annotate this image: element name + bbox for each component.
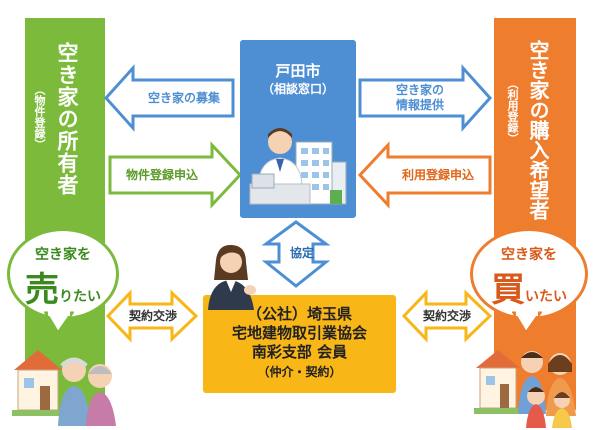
buyer-subtitle: （利用登録）	[506, 78, 519, 144]
contract-left-label: 契約交渉	[128, 309, 177, 323]
buyer-family-illustration	[474, 350, 576, 428]
contract-left-arrow	[105, 289, 199, 343]
association-line1: （公社）埼玉県	[246, 305, 352, 323]
buy-big-char: 買	[491, 270, 525, 310]
sell-bubble-tail	[44, 311, 74, 335]
agreement-label: 協定	[289, 246, 314, 260]
owner-subtitle: （物件登録）	[33, 84, 46, 150]
sell-bubble-main: 売りたい	[7, 262, 119, 311]
buy-bubble-main: 買いたい	[470, 262, 588, 311]
association-line4: （仲介・契約）	[257, 365, 342, 379]
use-register-label: 利用登録申込	[401, 168, 474, 182]
buy-bubble-post: いたい	[525, 289, 567, 305]
owner-panel	[25, 18, 105, 410]
contract-right-label: 契約交渉	[422, 309, 471, 323]
property-register-arrow	[108, 141, 243, 209]
agreement-arrow	[261, 220, 331, 288]
buyer-title: 空き家の購入希望者	[526, 40, 550, 220]
buy-bubble-pre: 空き家を	[501, 247, 557, 263]
contract-right-arrow	[401, 289, 493, 343]
sell-bubble-pre: 空き家を	[35, 247, 91, 263]
city-title: 戸田市	[275, 62, 321, 80]
use-register-arrow	[357, 141, 492, 209]
owner-title: 空き家の所有者	[55, 42, 79, 196]
info-label-1: 空き家の	[395, 83, 444, 97]
buyer-panel	[494, 18, 576, 410]
recruit-arrow	[103, 64, 235, 132]
city-subtitle: （相談窓口）	[261, 82, 334, 96]
agent-illustration	[208, 244, 256, 310]
sell-bubble-post: りたい	[59, 289, 101, 305]
association-line3: 南彩支部 会員	[251, 343, 348, 361]
buy-bubble	[470, 228, 588, 320]
association-line2: 宅地建物取引業協会	[231, 324, 367, 342]
property-register-label: 物件登録申込	[125, 168, 198, 182]
info-arrow	[358, 64, 493, 132]
sell-big-char: 売	[25, 270, 59, 310]
info-label-2: 情報提供	[395, 98, 444, 112]
clerk-illustration	[249, 128, 347, 205]
recruit-label: 空き家の募集	[147, 91, 220, 105]
seller-couple-illustration	[12, 350, 116, 426]
association-box	[203, 295, 396, 393]
buy-bubble-tail	[512, 311, 542, 335]
